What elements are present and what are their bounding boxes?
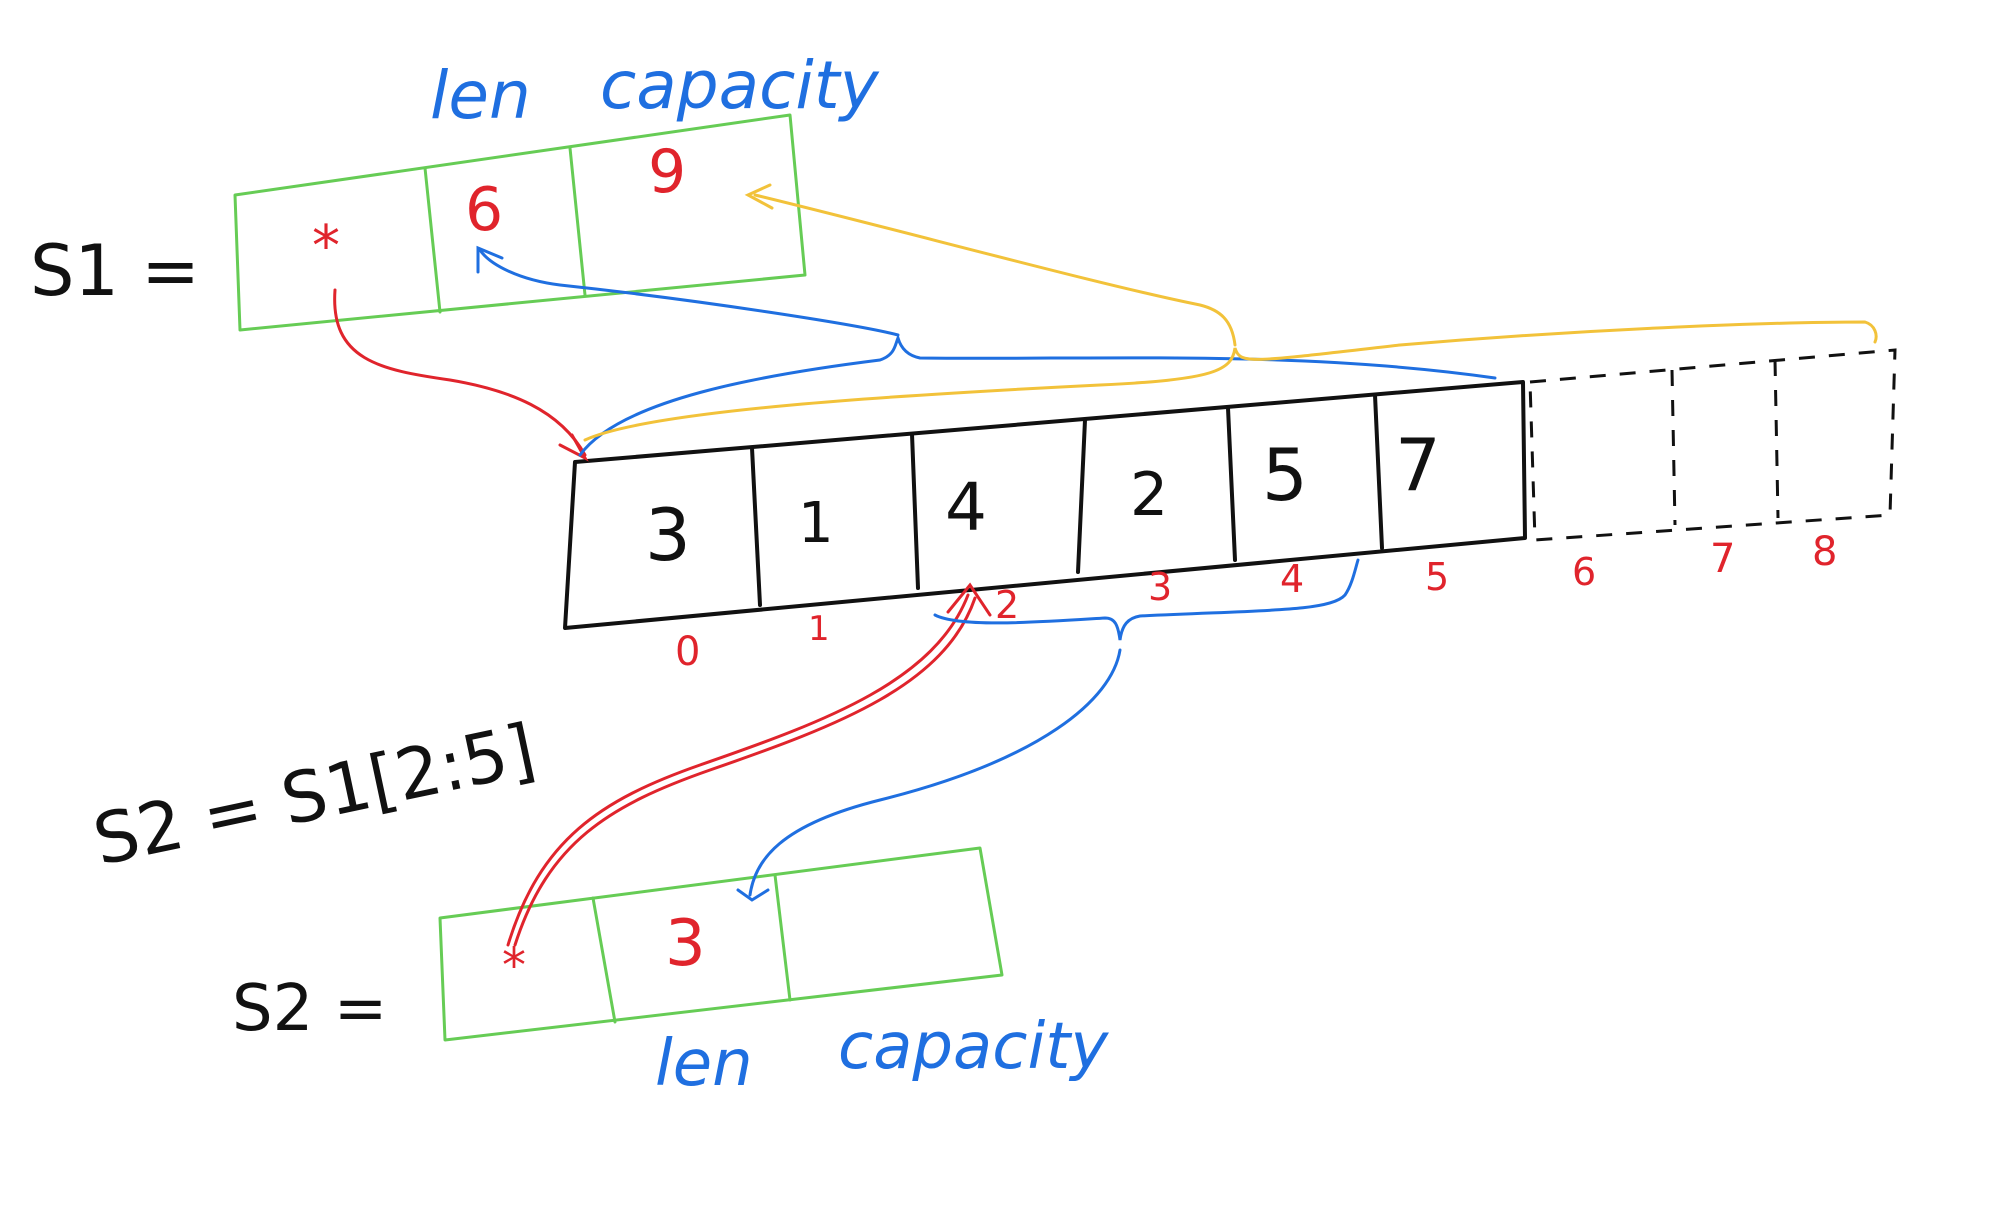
s2-header-divider-1 <box>591 896 617 1024</box>
array-index: 6 <box>1572 550 1596 594</box>
array-indices: 0 1 2 3 4 5 6 7 8 <box>675 529 1837 675</box>
array-divider-2 <box>910 432 920 590</box>
array-value: 3 <box>645 493 691 577</box>
array-outline <box>563 380 1527 630</box>
array-divider-3 <box>1076 418 1087 574</box>
array-divider-4 <box>1226 406 1237 562</box>
array-value: 7 <box>1395 423 1441 507</box>
s2-len-field: 3 <box>665 907 706 981</box>
s2-pointer-arrow-stroke2 <box>513 596 977 947</box>
s2-pointer-field: * <box>502 938 526 994</box>
s1-len-arrow <box>478 248 900 337</box>
s2-capacity-header-label: capacity <box>838 1010 1109 1084</box>
s1-capacity-brace <box>583 320 1878 442</box>
s1-capacity-arrow <box>753 193 1237 347</box>
s2-header-divider-2 <box>773 873 792 1002</box>
array-value: 5 <box>1262 433 1308 517</box>
s1-pointer-field: * <box>312 214 340 279</box>
s1-len-field: 6 <box>465 175 503 245</box>
array-value: 1 <box>798 491 834 556</box>
s2-header-outline <box>438 846 1004 1042</box>
backing-array <box>563 348 1897 630</box>
array-index: 1 <box>808 609 830 649</box>
array-value: 4 <box>945 469 987 546</box>
s1-pointer-arrowhead <box>558 433 589 462</box>
extra-divider-1 <box>1670 369 1677 526</box>
s1-header-divider-2 <box>568 146 587 297</box>
s1-capacity-header-label: capacity <box>600 47 880 124</box>
array-index: 5 <box>1425 555 1449 599</box>
s1-len-arrowhead <box>476 245 504 274</box>
array-index: 0 <box>675 629 700 675</box>
array-index: 7 <box>1710 536 1735 582</box>
s2-len-arrowhead <box>736 888 770 902</box>
array-values: 3 1 4 2 5 7 <box>645 423 1441 577</box>
array-divider-1 <box>750 446 762 607</box>
s1-pointer-arrow <box>333 288 587 457</box>
s1-header-outline <box>233 113 807 332</box>
s1-capacity-arrowhead <box>744 183 774 210</box>
s2-pointer-arrow <box>506 593 970 947</box>
s1-header-box <box>233 113 807 332</box>
array-value: 2 <box>1130 460 1168 530</box>
s1-header-divider-1 <box>423 166 442 314</box>
s1-assign-label: S1 = <box>30 230 200 312</box>
s1-len-header-label: len <box>430 57 531 134</box>
s2-pointer-arrowhead <box>946 582 992 617</box>
array-index: 3 <box>1148 565 1172 609</box>
extra-capacity-cells <box>1528 348 1897 542</box>
s2-len-arrow <box>748 648 1122 897</box>
s2-header-box <box>438 846 1004 1042</box>
array-index: 2 <box>995 583 1019 627</box>
array-index: 4 <box>1280 557 1304 601</box>
extra-divider-2 <box>1773 359 1780 519</box>
s2-len-brace <box>933 558 1360 641</box>
s1-capacity-field: 9 <box>648 137 686 207</box>
s2-expression: S2 = S1[2:5] <box>86 708 542 881</box>
array-divider-5 <box>1373 393 1384 550</box>
s2-assign-label: S2 = <box>232 972 387 1046</box>
s2-len-header-label: len <box>655 1027 753 1101</box>
array-index: 8 <box>1812 529 1837 575</box>
